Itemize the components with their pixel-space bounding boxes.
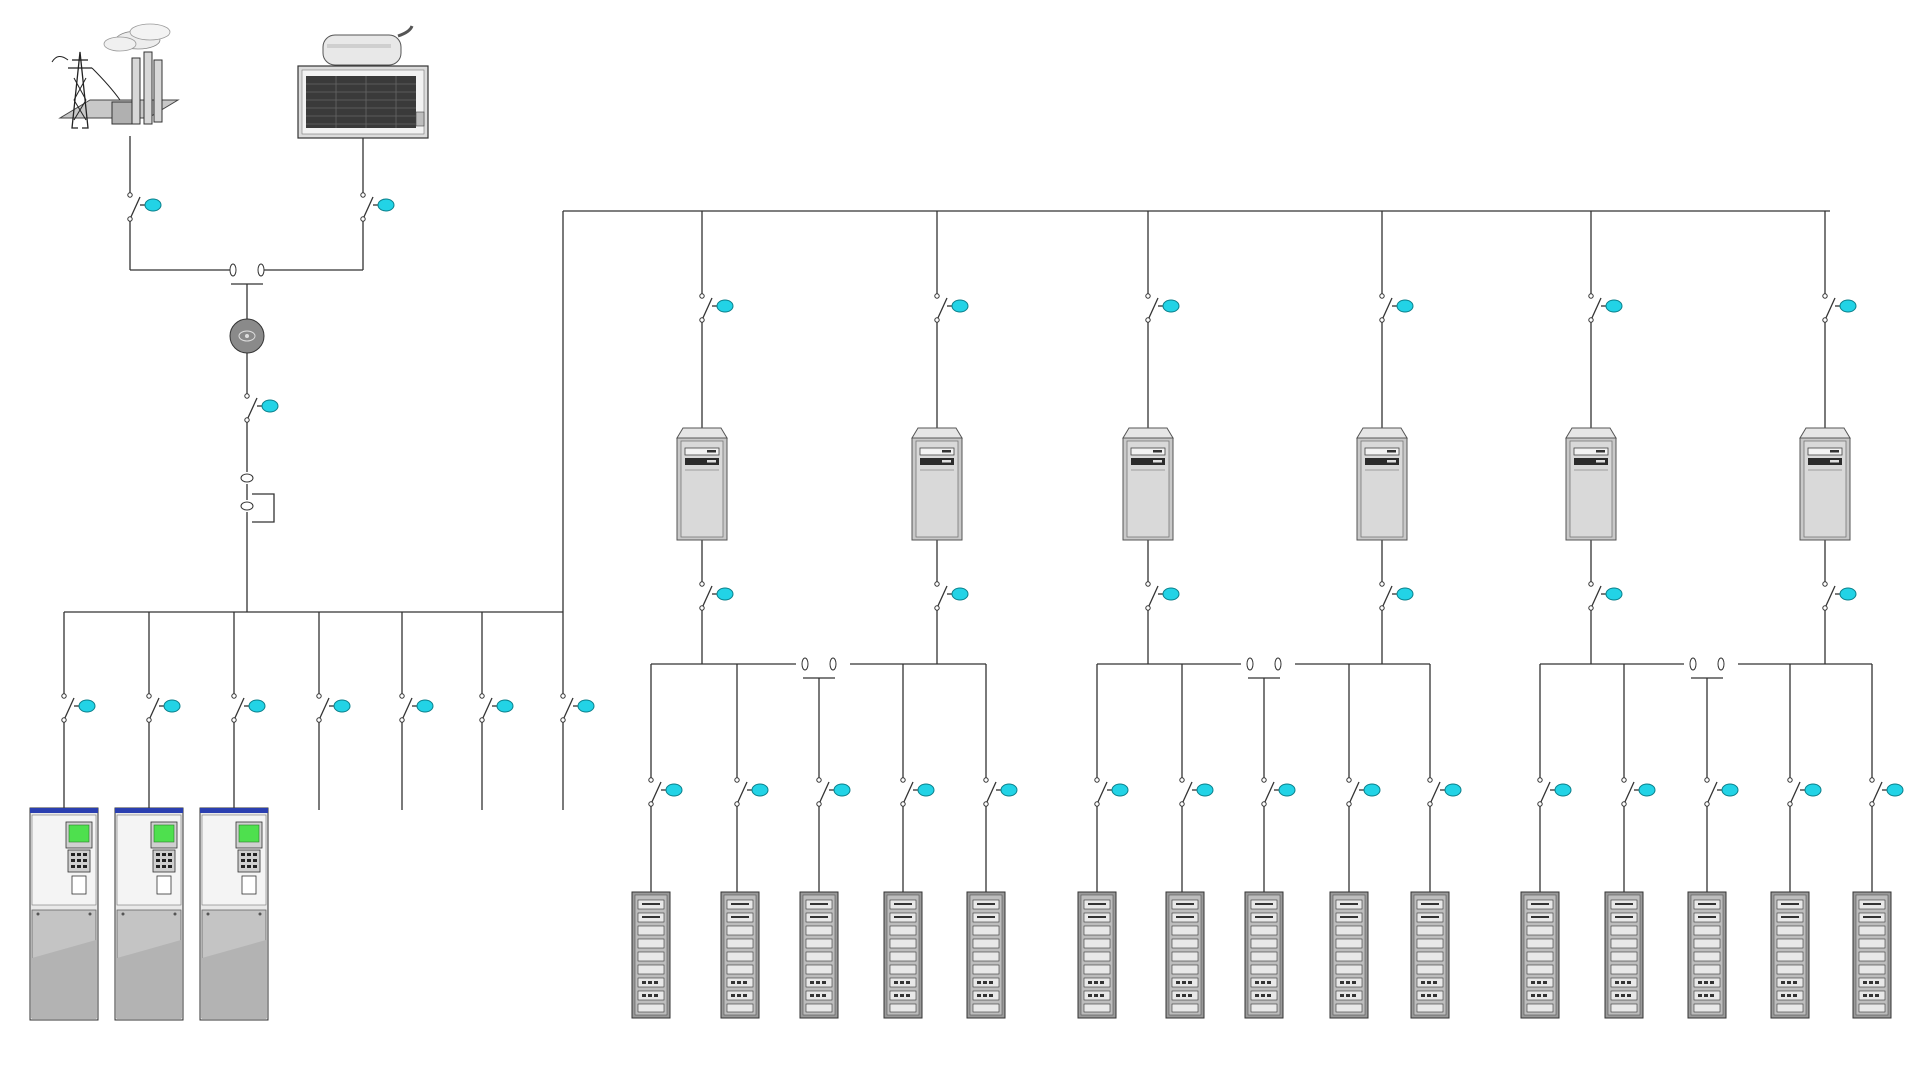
pdu-column-5 bbox=[1565, 211, 1623, 664]
server-rack-1-3 bbox=[799, 891, 839, 1019]
server-rack-1-5 bbox=[966, 891, 1006, 1019]
main-wiring bbox=[64, 136, 1830, 613]
server-rack-3-2 bbox=[1604, 891, 1644, 1019]
disconnect-link bbox=[240, 473, 254, 511]
breaker-main[interactable] bbox=[244, 385, 279, 431]
breaker-spare-4[interactable] bbox=[560, 685, 595, 731]
pdu-tower-3 bbox=[1122, 427, 1174, 541]
automatic-transfer-switch-main[interactable] bbox=[229, 263, 265, 293]
breaker-spare-3[interactable] bbox=[479, 685, 514, 731]
breaker-pdu-2-in[interactable] bbox=[934, 285, 969, 331]
server-rack-1-2 bbox=[720, 891, 760, 1019]
server-rack-2-4 bbox=[1329, 891, 1369, 1019]
utility-power-plant bbox=[51, 23, 180, 129]
server-rack-3-5 bbox=[1852, 891, 1892, 1019]
breaker-rack-3-2[interactable] bbox=[1621, 769, 1656, 815]
automatic-transfer-switch-group-2[interactable] bbox=[1246, 657, 1282, 687]
breaker-rack-1-1[interactable] bbox=[648, 769, 683, 815]
pdu-column-6 bbox=[1799, 211, 1857, 664]
breaker-ups-1[interactable] bbox=[61, 685, 96, 731]
server-rack-2-2 bbox=[1165, 891, 1205, 1019]
breaker-pdu-3-out[interactable] bbox=[1145, 573, 1180, 619]
breaker-rack-1-2[interactable] bbox=[734, 769, 769, 815]
breaker-pdu-1-in[interactable] bbox=[699, 285, 734, 331]
breaker-ups-3[interactable] bbox=[231, 685, 266, 731]
automatic-transfer-switch-group-1[interactable] bbox=[801, 657, 837, 687]
server-rack-3-1 bbox=[1520, 891, 1560, 1019]
pdu-tower-4 bbox=[1356, 427, 1408, 541]
pdu-column-1 bbox=[676, 211, 734, 664]
server-rack-2-5 bbox=[1410, 891, 1450, 1019]
pdu-tower-2 bbox=[911, 427, 963, 541]
breaker-pdu-6-out[interactable] bbox=[1822, 573, 1857, 619]
breaker-source-utility[interactable] bbox=[127, 184, 162, 230]
breaker-rack-1-5[interactable] bbox=[983, 769, 1018, 815]
diesel-generator bbox=[297, 25, 429, 139]
pdu-column-4 bbox=[1356, 211, 1414, 664]
power-plant-icon bbox=[51, 23, 180, 129]
generator-icon bbox=[297, 25, 429, 139]
breaker-rack-2-4[interactable] bbox=[1346, 769, 1381, 815]
breaker-rack-2-5[interactable] bbox=[1427, 769, 1462, 815]
feeder-group bbox=[61, 612, 595, 810]
breaker-rack-3-4[interactable] bbox=[1787, 769, 1822, 815]
ups-cabinet-1 bbox=[29, 807, 99, 1021]
breaker-pdu-6-in[interactable] bbox=[1822, 285, 1857, 331]
breaker-spare-1[interactable] bbox=[316, 685, 351, 731]
server-rack-1-1 bbox=[631, 891, 671, 1019]
breaker-rack-3-5[interactable] bbox=[1869, 769, 1904, 815]
server-rack-1-4 bbox=[883, 891, 923, 1019]
rack-group-2 bbox=[1077, 657, 1462, 1019]
server-rack-2-3 bbox=[1244, 891, 1284, 1019]
pdu-tower-1 bbox=[676, 427, 728, 541]
pdu-tower-6 bbox=[1799, 427, 1851, 541]
breaker-rack-1-3[interactable] bbox=[816, 769, 851, 815]
breaker-spare-2[interactable] bbox=[399, 685, 434, 731]
breaker-pdu-3-in[interactable] bbox=[1145, 285, 1180, 331]
breaker-pdu-5-in[interactable] bbox=[1588, 285, 1623, 331]
pdu-column-2 bbox=[911, 211, 969, 664]
breaker-pdu-1-out[interactable] bbox=[699, 573, 734, 619]
breaker-ups-2[interactable] bbox=[146, 685, 181, 731]
server-rack-3-4 bbox=[1770, 891, 1810, 1019]
breaker-pdu-5-out[interactable] bbox=[1588, 573, 1623, 619]
breaker-rack-1-4[interactable] bbox=[900, 769, 935, 815]
breaker-rack-2-1[interactable] bbox=[1094, 769, 1129, 815]
pdu-column-3 bbox=[1122, 211, 1180, 664]
rack-group-1 bbox=[631, 657, 1018, 1019]
breaker-pdu-2-out[interactable] bbox=[934, 573, 969, 619]
breaker-rack-2-2[interactable] bbox=[1179, 769, 1214, 815]
transformer bbox=[229, 318, 265, 354]
breaker-rack-2-3[interactable] bbox=[1261, 769, 1296, 815]
pdu-tower-5 bbox=[1565, 427, 1617, 541]
server-rack-2-1 bbox=[1077, 891, 1117, 1019]
breaker-pdu-4-in[interactable] bbox=[1379, 285, 1414, 331]
rack-group-3 bbox=[1520, 657, 1904, 1019]
ups-cabinet-2 bbox=[114, 807, 184, 1021]
ups-cabinet-3 bbox=[199, 807, 269, 1021]
breaker-source-generator[interactable] bbox=[360, 184, 395, 230]
breaker-rack-3-1[interactable] bbox=[1537, 769, 1572, 815]
breaker-rack-3-3[interactable] bbox=[1704, 769, 1739, 815]
automatic-transfer-switch-group-3[interactable] bbox=[1689, 657, 1725, 687]
server-rack-3-3 bbox=[1687, 891, 1727, 1019]
breaker-pdu-4-out[interactable] bbox=[1379, 573, 1414, 619]
